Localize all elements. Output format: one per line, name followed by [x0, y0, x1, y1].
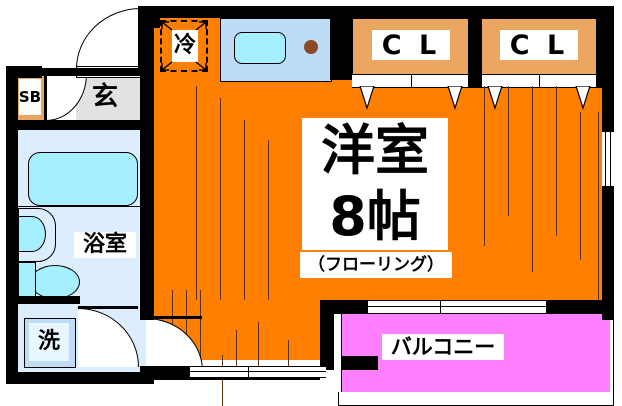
stove-burner-icon: [304, 40, 318, 54]
main-room-label-line1: 洋室: [302, 118, 448, 184]
bottom-sliding-door-midline: [190, 371, 326, 372]
refrigerator-space: [160, 20, 208, 72]
shoe-box-label: SB: [19, 79, 41, 115]
flooring-line: [484, 86, 485, 246]
closet-left-label: C L: [372, 30, 450, 60]
wall-genkan-top-left-stub: [6, 66, 42, 78]
washer-label: 洗: [37, 329, 60, 354]
bathtub: [28, 152, 138, 206]
refrigerator-label: 冷: [172, 30, 198, 62]
flooring-line: [268, 140, 269, 300]
flooring-line: [508, 86, 509, 216]
flooring-line: [244, 120, 245, 300]
wall-genkan-top: [6, 68, 154, 76]
main-room-flooring-note: （フローリング）: [300, 252, 452, 278]
wall-bath-washer-divider: [18, 296, 80, 304]
room-entry-door-panel: [146, 316, 202, 319]
wall-closet-right-end: [596, 12, 612, 88]
wash-basin-counter: [18, 208, 56, 262]
flooring-line: [220, 98, 221, 300]
wall-entrance-header: [140, 6, 160, 28]
bottom-sliding-door: [190, 366, 326, 378]
wall-left-genkan: [6, 68, 18, 126]
flooring-line: [236, 330, 237, 370]
balcony-door-lower-rail-midline: [368, 306, 546, 307]
window-right: [602, 132, 614, 186]
bathroom-door-panel: [78, 306, 138, 309]
entrance-door-arc: [76, 8, 141, 69]
bath-room-label: 浴室: [74, 232, 136, 258]
main-room-label-line2: 8帖: [302, 184, 448, 250]
flooring-line: [258, 322, 259, 368]
wall-genkan-bath-divider: [6, 120, 154, 130]
flooring-line: [200, 290, 201, 360]
window-right-mullion-2: [610, 132, 611, 186]
flooring-line: [556, 86, 557, 236]
entrance-door-panel: [138, 6, 140, 68]
flooring-line: [222, 355, 223, 406]
wall-bottom-left: [6, 372, 154, 384]
wall-main-right-step: [320, 300, 334, 370]
balcony-door-lower-rail: [368, 300, 546, 314]
balcony-left-rail: [334, 314, 342, 392]
flooring-line: [196, 86, 197, 300]
wall-bath-main-divider: [140, 68, 154, 320]
bathtub-surround: [18, 206, 146, 207]
closet-right-arrow-icons: [487, 86, 591, 110]
washer-space-inner: [29, 323, 69, 361]
flooring-line: [288, 340, 289, 368]
flooring-line: [532, 86, 533, 272]
wall-kitchen-top: [208, 6, 350, 18]
wall-left-bath: [6, 126, 18, 380]
wall-right-lower: [602, 186, 614, 320]
flooring-line: [580, 112, 581, 260]
wall-kitchen-right: [330, 12, 352, 80]
balcony-label: バルコニー: [382, 334, 504, 360]
wall-closet-divider: [468, 12, 482, 88]
genkan-label: 玄: [91, 82, 118, 112]
flooring-line: [598, 112, 599, 308]
balcony-door-lower-rail-divider: [440, 300, 441, 314]
closet-left-arrow-icons: [359, 86, 463, 110]
closet-right-label: C L: [500, 30, 578, 60]
closet-right-door-divider: [539, 74, 540, 88]
closet-left-door-divider: [411, 74, 412, 88]
refrigerator-corner-arrows: [161, 21, 207, 71]
genkan-door-panel: [44, 74, 47, 120]
bottom-sliding-door-divider: [248, 366, 249, 378]
toilet-bowl: [30, 265, 80, 299]
kitchen-sink-basin: [234, 32, 286, 64]
window-right-mullion-1: [605, 132, 606, 186]
flooring-line: [186, 290, 187, 360]
wall-bottom-left-corner: [6, 366, 18, 384]
